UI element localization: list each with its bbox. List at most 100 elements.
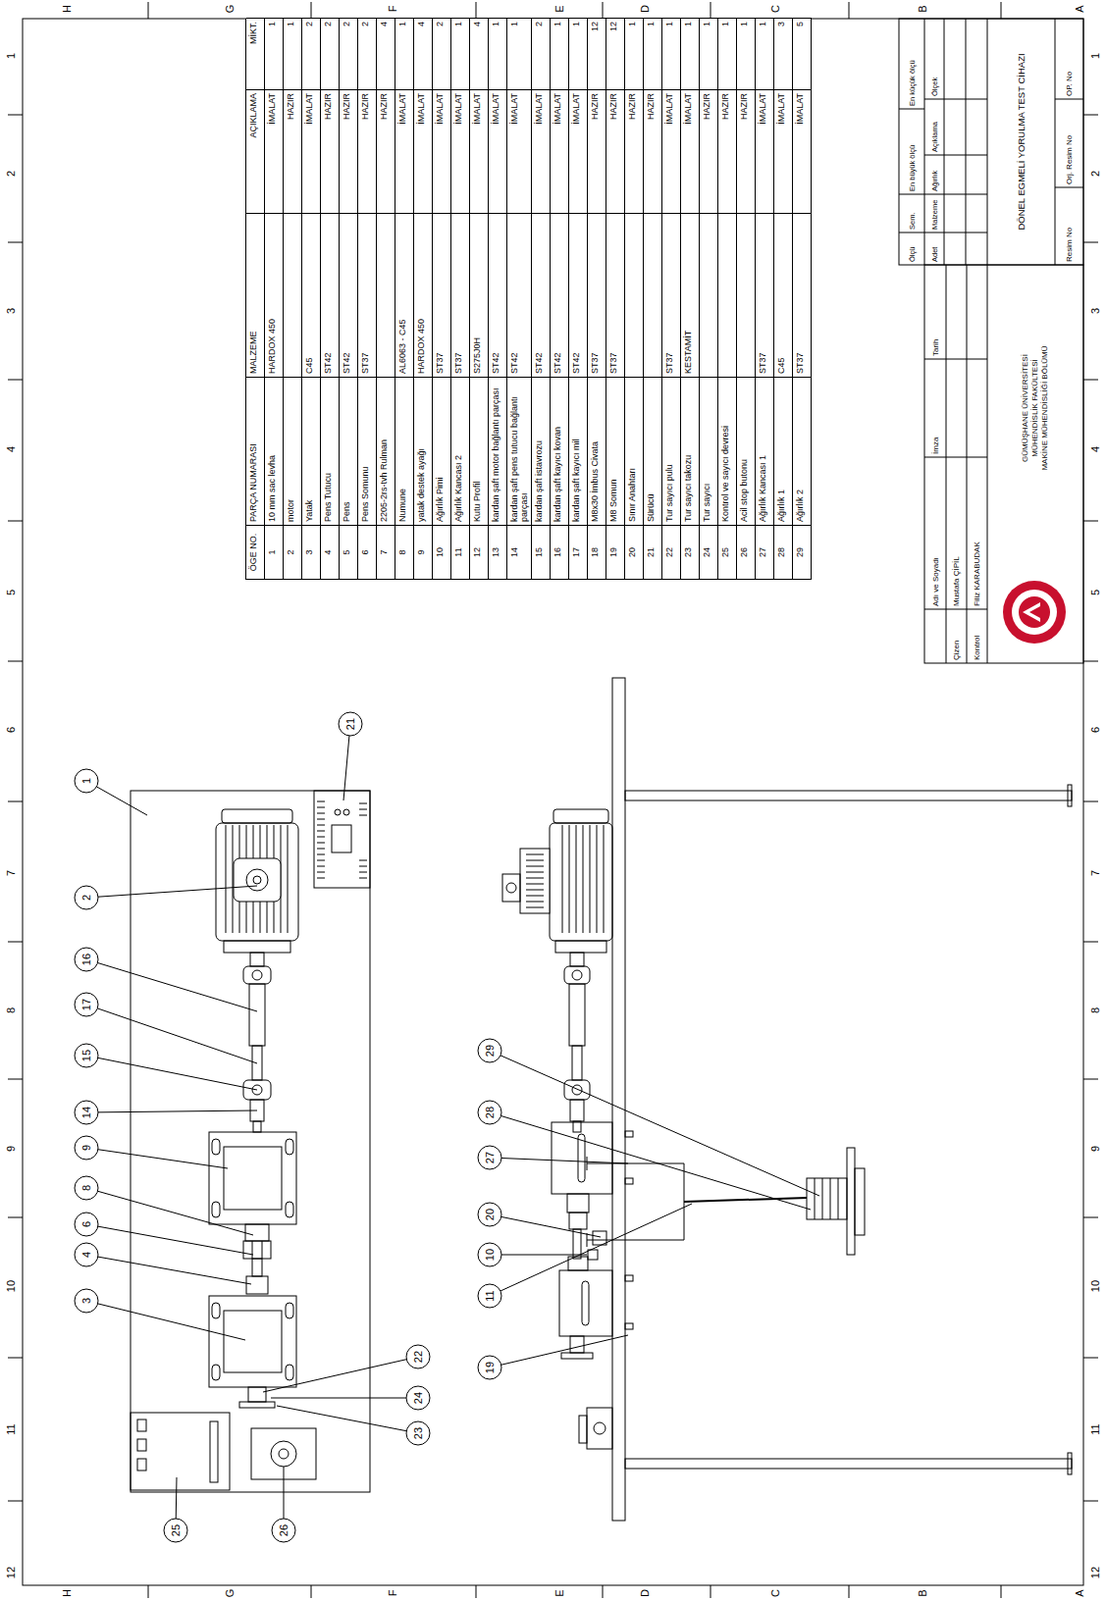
zone-label: 1 (4, 52, 17, 59)
table-text: ST42 (571, 352, 581, 374)
table-cell: Yatak (302, 376, 321, 526)
table-cell: MALZEME (246, 212, 265, 377)
collet-holder (245, 1224, 269, 1242)
table-cell (283, 212, 303, 377)
table-text: 16 (552, 547, 563, 558)
table-text: MİKT. (248, 21, 259, 45)
motor-fan-cover (221, 809, 293, 824)
callout-circle (406, 1386, 430, 1411)
border-frame (22, 18, 1084, 1586)
callout-circle (74, 1101, 99, 1125)
table-row: 9yatak destek ayağıHARDOX 450İMALAT4 (414, 18, 433, 580)
table-row: 29Ağırlık 2ST37İMALAT5 (792, 18, 812, 580)
table-text: 10 (434, 547, 445, 558)
table-cell: İMALAT (531, 89, 551, 213)
table-cell: İMALAT (414, 89, 433, 213)
callout-circle (477, 1243, 502, 1267)
slot (211, 1139, 220, 1156)
table-text: 26 (738, 547, 749, 558)
table-row: 12Kutu ProfilS275J0HİMALAT4 (470, 18, 489, 580)
table-text: 1 (683, 21, 693, 27)
zone-label: 4 (1089, 446, 1102, 453)
callout-number: 17 (80, 999, 93, 1011)
table-text: 2 (360, 21, 370, 27)
title-block-text: OP. No (1054, 18, 1084, 100)
title-text: DÖNEL EGMELİ YORULMA TEST CİHAZI (1015, 52, 1027, 230)
estop-center (278, 1449, 289, 1460)
table-text: Tur sayıcı pulu (664, 464, 675, 523)
nut (625, 1323, 633, 1330)
table-text: Ağırlık Kancası 2 (453, 455, 464, 523)
table-cell: HAZIR (699, 89, 719, 213)
table-cell: 16 (550, 525, 570, 580)
table-cell (643, 212, 663, 377)
table-text: 2 (304, 21, 315, 27)
callout-number: 21 (344, 718, 357, 731)
table-row: 26 Acil stop butonu HAZIR 1 (737, 18, 756, 580)
table-text: 1 (701, 21, 712, 27)
table-row: 19M8 SomunST37HAZIR12 (606, 18, 626, 580)
callout-circle (477, 1284, 502, 1309)
table-text: kardan şaft kayıcı mil (571, 438, 581, 523)
table-text: HAZIR (322, 93, 333, 120)
table-text: 1 (757, 21, 768, 27)
table-cell: 1 (507, 17, 532, 90)
leader-line (501, 1335, 629, 1366)
table-row: 20Sınır AnahtarıHAZIR1 (625, 18, 644, 580)
nut (625, 1178, 633, 1185)
table-text: Acil stop butonu (738, 459, 749, 523)
zone-ticks (7, 1, 1099, 1599)
callout-circle (74, 1289, 99, 1314)
title-block-text: En küçük ölçü (898, 18, 925, 109)
logo-inner (1011, 589, 1057, 635)
table-text: 4 (322, 550, 333, 556)
callout-number: 20 (483, 1209, 496, 1221)
callout-number: 28 (483, 1106, 496, 1119)
table-cell: 29 (792, 525, 812, 580)
callout-circle (74, 1176, 99, 1201)
leader-line (97, 1008, 258, 1064)
table-text: 18 (589, 547, 600, 558)
table-text: 27 (757, 547, 768, 558)
title-block-lines (898, 18, 1084, 664)
field-text: Tarih (931, 339, 941, 357)
table-cell: kardan şaft motor bağlantı parçası (488, 376, 508, 526)
switch-knob (506, 883, 517, 894)
table-text: İMALAT (552, 93, 563, 125)
table-text: Pens Somunu (360, 466, 370, 523)
callout-circle (477, 1039, 502, 1063)
table-text: İMALAT (304, 93, 315, 125)
zone-label: D (638, 1589, 651, 1598)
table-text: 6 (360, 550, 370, 556)
top-view (130, 790, 370, 1493)
table-text: 1 (266, 550, 277, 556)
bearing-block (559, 1270, 613, 1337)
table-text: HAZIR (701, 93, 712, 120)
field-text: Ağırlık (930, 170, 940, 192)
table-text: 5 (341, 550, 352, 556)
table-cell: Tur sayıcı takozu (681, 376, 700, 526)
title-block-text: Orj. Resim No (1054, 99, 1084, 188)
zone-label: 5 (4, 589, 17, 596)
table-text: 1 (645, 21, 656, 27)
table-text: HAZIR (738, 93, 749, 120)
zone-label: 3 (4, 308, 17, 315)
zone-label: 3 (1089, 308, 1102, 315)
table-cell: 1 (737, 17, 756, 90)
bearing-block (551, 1122, 613, 1195)
motor-flange (555, 941, 607, 953)
callout-circle (406, 1345, 430, 1370)
table-cell: 2 (531, 17, 551, 90)
table-text: yatak destek ayağı (416, 448, 426, 523)
table-cell: İMALAT (755, 89, 775, 213)
table-cell: 27 (755, 525, 775, 580)
table-cell: 2 (339, 17, 359, 90)
zone-label: 2 (1089, 170, 1102, 177)
zone-label: D (638, 4, 651, 13)
table-cell: ST42 (339, 212, 359, 377)
institution-name: GÜMÜŞHANE ÜNİVERSİTESİ MÜHENDİSLİK FAKÜL… (1020, 345, 1051, 472)
shaft-stub (253, 1121, 262, 1133)
zone-label: H (60, 1589, 73, 1598)
title-block-text: İmza (924, 359, 947, 458)
table-cell: 26 (737, 525, 756, 580)
